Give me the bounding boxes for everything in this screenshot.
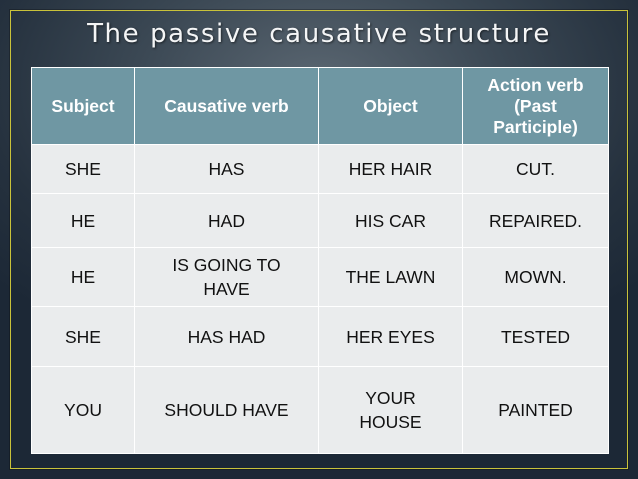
slide-title: The passive causative structure	[87, 19, 551, 49]
cell-object: HER HAIR	[318, 144, 463, 194]
cell-action-verb: TESTED	[462, 306, 609, 367]
cell-subject: HE	[31, 247, 135, 307]
cell-object: HIS CAR	[318, 193, 463, 248]
cell-subject: SHE	[31, 306, 135, 367]
header-action-line1: Action verb	[487, 74, 584, 95]
header-action-line2: (Past	[514, 95, 557, 116]
cell-causative-verb: SHOULD HAVE	[134, 366, 319, 454]
header-subject: Subject	[31, 67, 135, 145]
header-action-verb: Action verb (Past Participle)	[462, 67, 609, 145]
cell-action-verb: MOWN.	[462, 247, 609, 307]
cell-object-line1: YOUR	[365, 388, 416, 408]
cell-subject: HE	[31, 193, 135, 248]
cell-subject: YOU	[31, 366, 135, 454]
slide-frame	[10, 10, 628, 469]
cell-object-line2: HOUSE	[359, 412, 422, 432]
cell-action-verb: REPAIRED.	[462, 193, 609, 248]
causative-table: Subject Causative verb Object Action ver…	[31, 67, 609, 454]
cell-causative-verb: HAS HAD	[134, 306, 319, 367]
table-row: SHE HAS HAD HER EYES TESTED	[31, 306, 609, 367]
cell-subject: SHE	[31, 144, 135, 194]
cell-causative-line1: IS GOING TO	[172, 255, 281, 275]
cell-causative-verb: HAD	[134, 193, 319, 248]
cell-action-verb: PAINTED	[462, 366, 609, 454]
cell-causative-verb: IS GOING TO HAVE	[134, 247, 319, 307]
cell-action-verb: CUT.	[462, 144, 609, 194]
cell-object: THE LAWN	[318, 247, 463, 307]
cell-object: HER EYES	[318, 306, 463, 367]
table-row: HE IS GOING TO HAVE THE LAWN MOWN.	[31, 247, 609, 307]
cell-object: YOUR HOUSE	[318, 366, 463, 454]
table-row: SHE HAS HER HAIR CUT.	[31, 144, 609, 194]
cell-causative-line2: HAVE	[203, 279, 250, 299]
table-header-row: Subject Causative verb Object Action ver…	[31, 67, 609, 145]
header-action-line3: Participle)	[493, 116, 578, 137]
header-causative-verb: Causative verb	[134, 67, 319, 145]
table-row: YOU SHOULD HAVE YOUR HOUSE PAINTED	[31, 366, 609, 454]
cell-causative-verb: HAS	[134, 144, 319, 194]
table-row: HE HAD HIS CAR REPAIRED.	[31, 193, 609, 248]
header-object: Object	[318, 67, 463, 145]
